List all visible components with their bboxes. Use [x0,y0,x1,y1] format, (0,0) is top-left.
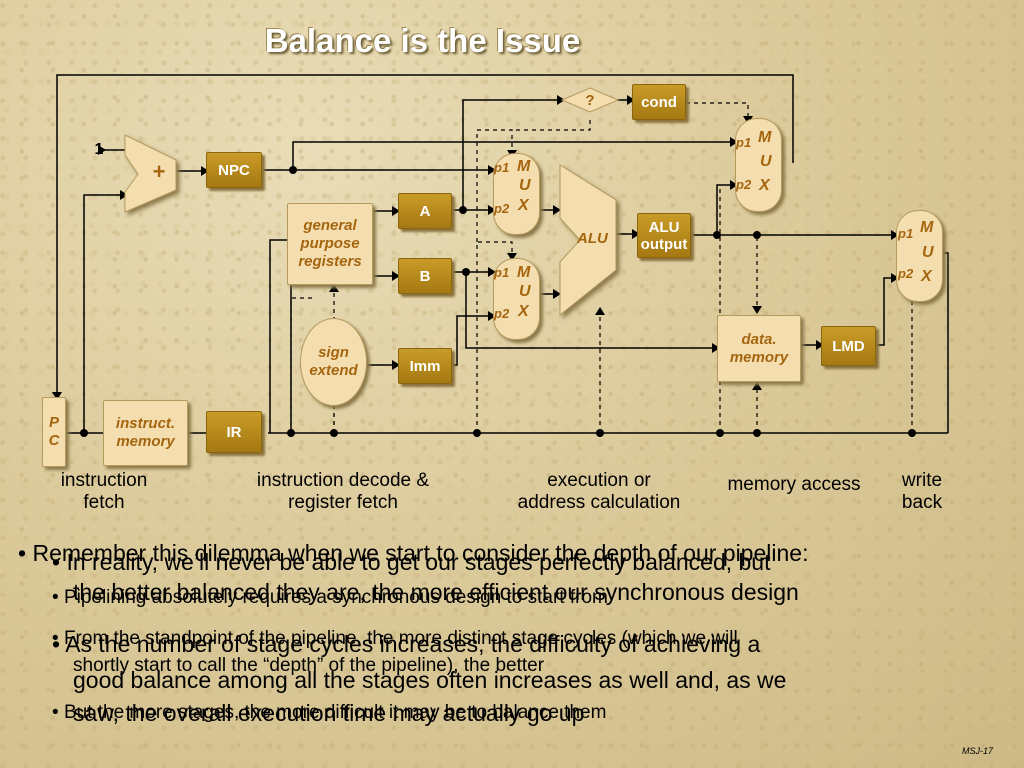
mux-wb-u: U [922,244,934,261]
a-register: A [398,193,452,229]
lmd-register: LMD [821,326,876,366]
adder-plus-sign: + [152,159,166,184]
pc-register: P C [42,397,66,467]
mux-a [493,153,540,235]
mux-pc-p1: p1 [736,135,752,150]
bullet-text: But the more stages, the more difficult … [52,702,606,724]
mux-b-p2: p2 [494,306,510,321]
stage-decode: instruction decode & register fetch [256,470,430,513]
mux-b [493,258,540,340]
junction-dots [80,166,916,437]
alu-shape [559,164,617,317]
mux-a-m: M [517,158,531,175]
alu-output-register: ALU output [637,213,691,258]
constant-one: 1 [94,141,104,158]
data-memory: data. memory [717,315,801,382]
bullet-text: good balance among all the stages often … [73,667,787,693]
stage-instruction-fetch: instruction fetch [60,470,148,513]
alu-label: ALU [577,230,608,247]
instruction-memory: instruct. memory [103,400,188,466]
mux-pc [735,118,782,212]
mux-a-p1: p1 [494,160,510,175]
pc-feedback-wire [56,74,794,397]
stage-write-back: write back [901,470,943,513]
mux-b-u: U [519,283,531,300]
stage-memory-access: memory access [727,474,861,495]
mux-wb-p2: p2 [898,266,914,281]
bullet-text: shortly start to call the “depth” of the… [73,655,545,676]
mux-pc-p2: p2 [736,177,752,192]
slide-footer: MSJ-17 [962,746,994,756]
mux-a-p2: p2 [494,201,510,216]
mux-a-u: U [519,177,531,194]
sign-extend: sign extend [300,318,367,406]
bullet-text: In reality, we’ll never be able to get o… [52,549,770,576]
mux-pc-m: M [758,129,772,146]
mux-b-p1: p1 [494,265,510,280]
mux-a-x: X [518,197,529,214]
mux-wb-x: X [921,268,932,285]
general-purpose-registers: general purpose registers [287,203,373,285]
b-register: B [398,258,452,294]
imm-register: Imm [398,348,452,384]
slide-title: Balance is the Issue [264,22,581,59]
branch-test: ? [585,91,595,109]
mux-writeback [896,210,943,302]
mux-pc-u: U [760,153,772,170]
mux-b-m: M [517,264,531,281]
npc-register: NPC [206,152,262,188]
bullet-text: From the standpoint of the pipeline, the… [52,628,738,650]
bullet-text: Pipelining absolutely requires a synchro… [52,587,608,609]
ir-register: IR [206,411,262,453]
mux-wb-p1: p1 [898,226,914,241]
stage-execution: execution or address calculation [517,470,681,513]
mux-wb-m: M [920,219,934,236]
mux-pc-x: X [759,177,770,194]
cond-register: cond [632,84,686,120]
mux-b-x: X [518,303,529,320]
